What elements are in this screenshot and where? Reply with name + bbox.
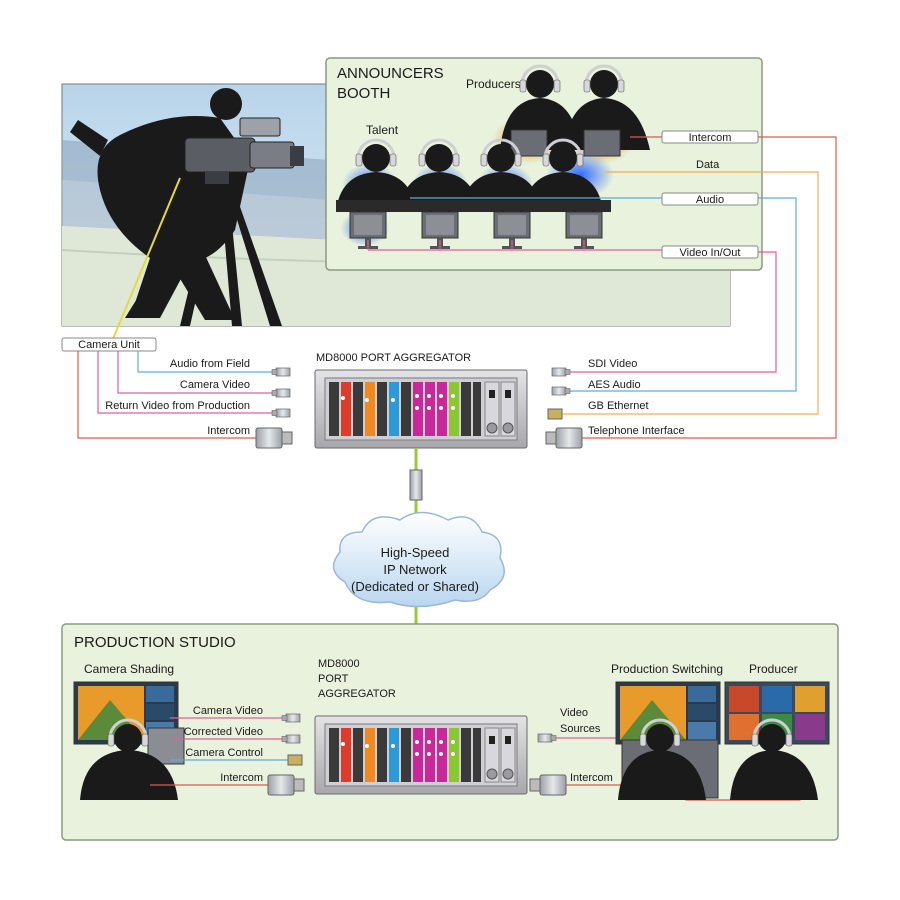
bnc-video-sources-icon — [537, 733, 557, 743]
aes-audio-label: AES Audio — [588, 379, 641, 391]
top-right-connectors — [545, 367, 583, 449]
bnc-audio-field-icon — [271, 367, 291, 377]
camera-shading-label: Camera Shading — [84, 662, 174, 676]
producer-label: Producer — [749, 662, 798, 676]
video-in-out-pill: Video In/Out — [661, 245, 759, 259]
audio-from-field-label: Audio from Field — [170, 358, 250, 370]
studio-intercom-right-label: Intercom — [570, 772, 613, 784]
audio-pill-label: Audio — [696, 194, 724, 206]
intercom-pill-label: Intercom — [689, 132, 732, 144]
camera-operator-silhouette — [70, 88, 304, 326]
video-in-out-pill-label: Video In/Out — [680, 247, 741, 259]
top-port-aggregator — [314, 369, 528, 449]
producers-label: Producers — [466, 77, 521, 91]
intercom-pill: Intercom — [661, 130, 759, 144]
production-switching-station — [615, 681, 721, 800]
network-line2: IP Network — [383, 562, 447, 577]
top-aggregator-title: MD8000 PORT AGGREGATOR — [316, 352, 471, 364]
studio-aggregator-line3: AGGREGATOR — [318, 688, 396, 700]
bnc-camera-video-icon — [271, 388, 291, 398]
network-line3: (Dedicated or Shared) — [351, 579, 479, 594]
camera-cable — [109, 177, 181, 347]
video-camera — [184, 117, 304, 184]
studio-left-wiring — [150, 717, 288, 786]
studio-title: PRODUCTION STUDIO — [74, 634, 236, 651]
studio-aggregator-line1: MD8000 — [318, 658, 360, 670]
booth-title-line2: BOOTH — [337, 85, 390, 102]
data-label: Data — [696, 159, 720, 171]
camera-video-label: Camera Video — [180, 379, 250, 391]
video-sources-line2: Sources — [560, 723, 601, 735]
booth-wiring — [367, 136, 837, 439]
gb-ethernet-label: GB Ethernet — [588, 400, 649, 412]
studio-aggregator-line2: PORT — [318, 673, 349, 685]
production-switching-label: Production Switching — [611, 662, 723, 676]
studio-port-aggregator — [314, 715, 528, 795]
camera-unit-label: Camera Unit — [78, 339, 140, 351]
studio-camera-video-label: Camera Video — [193, 705, 263, 717]
field-intercom-label: Intercom — [207, 425, 250, 437]
camera-unit-pill: Camera Unit — [61, 337, 157, 352]
booth-talent — [336, 138, 614, 250]
camera-control-connector-icon — [287, 754, 303, 766]
audio-pill: Audio — [661, 192, 759, 206]
camera-control-label: Camera Control — [185, 747, 263, 759]
bnc-corrected-video-icon — [281, 734, 301, 744]
network-line1: High-Speed — [381, 545, 450, 560]
telephone-interface-label: Telephone Interface — [588, 425, 685, 437]
bnc-return-video-icon — [271, 408, 291, 418]
bnc-studio-camera-video-icon — [281, 713, 301, 723]
studio-intercom-left-label: Intercom — [220, 772, 263, 784]
talent-label: Talent — [366, 123, 399, 137]
field-wiring — [77, 351, 272, 439]
d-connector-intercom-icon — [255, 427, 293, 449]
ip-network-cloud: High-Speed IP Network (Dedicated or Shar… — [332, 511, 505, 608]
camera-shading-station — [73, 681, 185, 800]
producer-station — [724, 681, 830, 800]
return-video-label: Return Video from Production — [105, 400, 250, 412]
video-sources-line1: Video — [560, 707, 588, 719]
corrected-video-label: Corrected Video — [184, 726, 263, 738]
booth-title-line1: ANNOUNCERS — [337, 65, 444, 82]
sdi-video-label: SDI Video — [588, 358, 637, 370]
